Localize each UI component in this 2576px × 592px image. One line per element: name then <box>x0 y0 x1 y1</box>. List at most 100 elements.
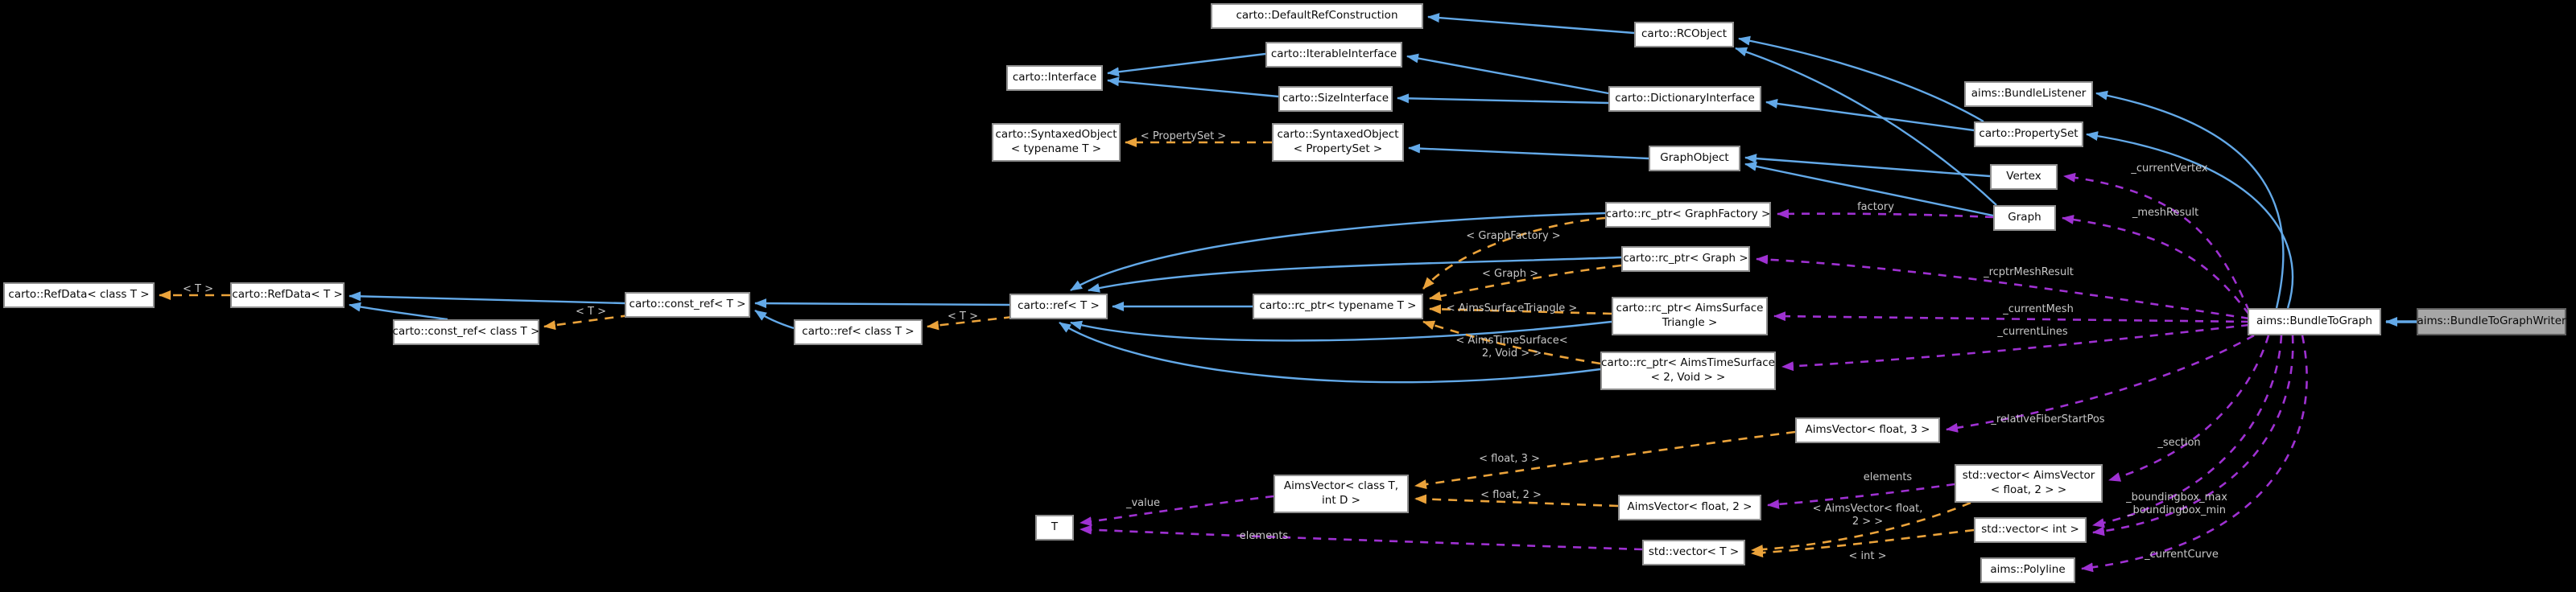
node-aims-bundletographwriter[interactable]: aims::BundleToGraphWriter <box>2417 308 2566 335</box>
edge-graphobject-syntaxedobject-propertyset <box>1408 143 1649 160</box>
node-line: < float, 2 > > <box>1990 483 2067 496</box>
edge-use-boundingboxmin <box>2092 335 2294 536</box>
node-carto-refdata-t[interactable]: carto::RefData< T > <box>230 282 345 308</box>
label-currentcurve: _currentCurve <box>2145 548 2219 561</box>
edge-rcobject-defaultrefconstruction <box>1427 13 1635 35</box>
node-carto-ref-classt[interactable]: carto::ref< class T > <box>794 319 923 345</box>
node-carto-rcptr-graph[interactable]: carto::rc_ptr< Graph > <box>1621 246 1750 272</box>
label-template-t-refdata: < T > <box>183 282 213 295</box>
node-carto-iterableinterface[interactable]: carto::IterableInterface <box>1265 42 1402 68</box>
node-stdvector-t[interactable]: std::vector< T > <box>1642 540 1745 565</box>
edge-tpl-vector-aimsvectorfloat2 <box>1751 501 1971 555</box>
label-section: _section <box>2157 436 2201 449</box>
node-aimsvector-template[interactable]: AimsVector< class T, int D > <box>1274 475 1409 513</box>
node-aims-bundlelistener[interactable]: aims::BundleListener <box>1964 81 2093 107</box>
node-graph[interactable]: Graph <box>1993 205 2056 231</box>
node-line: carto::rc_ptr< AimsSurface <box>1616 302 1764 315</box>
node-carto-rcptr-typenamet[interactable]: carto::rc_ptr< typename T > <box>1253 294 1423 319</box>
edge-use-elements-vector2d <box>1767 483 1955 509</box>
node-carto-syntaxedobject-template[interactable]: carto::SyntaxedObject < typename T > <box>992 123 1121 162</box>
node-aimsvector-float3[interactable]: AimsVector< float, 3 > <box>1795 417 1940 443</box>
node-line: int D > <box>1322 494 1360 507</box>
label-line: _boundingbox_min <box>2127 504 2227 516</box>
node-line: std::vector< AimsVector <box>1962 469 2095 483</box>
edge-ref-classt-constref-t <box>754 310 795 330</box>
label-line: 2 > > <box>1852 516 1884 528</box>
node-line: carto::SyntaxedObject <box>1277 128 1399 142</box>
node-carto-dictionaryinterface[interactable]: carto::DictionaryInterface <box>1608 86 1761 112</box>
edge-sizeinterface-interface <box>1107 76 1279 98</box>
label-template-propertyset: < PropertySet > <box>1140 130 1227 142</box>
node-carto-ref-t[interactable]: carto::ref< T > <box>1009 294 1108 319</box>
edge-bundletograph-propertyset <box>2086 131 2294 309</box>
edge-rcptr-graph-ref-t <box>1088 256 1622 293</box>
label-currentlines: _currentLines <box>1997 325 2068 338</box>
node-carto-rcobject[interactable]: carto::RCObject <box>1634 22 1734 47</box>
node-carto-syntaxedobject-propertyset[interactable]: carto::SyntaxedObject < PropertySet > <box>1272 123 1404 162</box>
edge-use-relativefiberstartpos <box>1946 334 2255 433</box>
label-value: _value <box>1125 496 1161 509</box>
edge-tpl-constref <box>543 314 630 331</box>
node-carto-rcptr-aimssurfacetriangle[interactable]: carto::rc_ptr< AimsSurface Triangle > <box>1612 297 1768 335</box>
node-carto-constref-t[interactable]: carto::const_ref< T > <box>625 292 750 318</box>
label-factory: factory <box>1857 200 1894 213</box>
node-aims-bundletograph[interactable]: aims::BundleToGraph <box>2248 308 2381 335</box>
label-currentvertex: _currentVertex <box>2131 162 2208 175</box>
label-rcptrmeshresult: _rcptrMeshResult <box>1984 265 2074 278</box>
node-carto-interface[interactable]: carto::Interface <box>1006 65 1103 91</box>
edge-graph-rcobject <box>1735 47 1997 206</box>
edge-tpl-rcptr-aimssurface <box>1429 304 1612 315</box>
label-currentmesh: _currentMesh <box>2003 302 2074 315</box>
node-line: AimsVector< class T, <box>1283 479 1399 493</box>
label-meshresult: _meshResult <box>2132 206 2199 219</box>
edge-rcptr-aimstimesurface-ref-t <box>1059 321 1601 384</box>
label-line: < AimsVector< float, <box>1812 502 1923 515</box>
label-elements-vectort: elements <box>1239 529 1289 542</box>
node-aimsvector-float2[interactable]: AimsVector< float, 2 > <box>1618 495 1761 520</box>
edge-use-boundingboxmax <box>2092 335 2283 528</box>
label-template-aimsvectorfloat2: < AimsVector< float, 2 > > <box>1813 503 1923 529</box>
node-carto-rcptr-aimstimesurface[interactable]: carto::rc_ptr< AimsTimeSurface < 2, Void… <box>1600 352 1776 390</box>
node-stdvector-int[interactable]: std::vector< int > <box>1974 517 2087 543</box>
edge-use-currentmesh <box>1773 311 2250 323</box>
label-template-float2: < float, 2 > <box>1480 488 1542 501</box>
node-carto-defaultrefconstruction[interactable]: carto::DefaultRefConstruction <box>1211 3 1423 29</box>
node-aims-polyline[interactable]: aims::Polyline <box>1980 557 2075 583</box>
label-template-aimstimesurface: < AimsTimeSurface< 2, Void > > <box>1455 335 1567 361</box>
edge-dictionaryinterface-iterableinterface <box>1406 53 1609 95</box>
edge-iterableinterface-interface <box>1107 52 1266 77</box>
node-vertex[interactable]: Vertex <box>1990 164 2058 190</box>
edge-rcptr-graphfactory-ref-t <box>1070 212 1606 292</box>
node-stdvector-aimsvectorfloat2[interactable]: std::vector< AimsVector < float, 2 > > <box>1955 464 2103 503</box>
label-line: < AimsTimeSurface< <box>1455 334 1568 347</box>
node-t[interactable]: T <box>1035 515 1074 541</box>
node-graphobject[interactable]: GraphObject <box>1649 146 1740 171</box>
label-relativefiberstartpos: _relativeFiberStartPos <box>1991 413 2105 426</box>
node-carto-constref-classt[interactable]: carto::const_ref< class T > <box>393 319 539 345</box>
label-line: _boundingbox_max <box>2126 491 2227 504</box>
edge-dictionaryinterface-sizeinterface <box>1397 93 1609 105</box>
edge-use-section <box>2108 335 2270 482</box>
node-line: Triangle > <box>1662 316 1718 329</box>
node-line: carto::SyntaxedObject <box>995 128 1117 142</box>
label-line: 2, Void > > <box>1481 347 1542 360</box>
edge-use-currentvertex <box>2063 172 2251 312</box>
node-carto-sizeinterface[interactable]: carto::SizeInterface <box>1278 86 1393 112</box>
node-carto-refdata-classt[interactable]: carto::RefData< class T > <box>3 282 155 308</box>
edge-tpl-rcptr-aimstimesurface <box>1422 320 1601 365</box>
label-template-graphfactory: < GraphFactory > <box>1466 229 1561 242</box>
edge-use-meshresult <box>2062 214 2251 315</box>
edge-bundletograph-bundlelistener <box>2095 90 2285 309</box>
edge-use-currentcurve <box>2081 335 2308 573</box>
edge-tpl-rcptr-graph <box>1429 264 1622 301</box>
node-carto-propertyset[interactable]: carto::PropertySet <box>1974 121 2083 147</box>
edge-tpl-aimsvector-float2 <box>1414 494 1619 508</box>
node-line: < 2, Void > > <box>1650 371 1726 384</box>
label-template-int: < int > <box>1848 549 1887 562</box>
edge-tpl-aimsvector-float3 <box>1414 430 1796 489</box>
label-template-float3: < float, 3 > <box>1479 452 1540 465</box>
edge-constref-classt-refdata-t <box>349 302 448 321</box>
edge-tpl-vector-int <box>1751 528 1975 558</box>
node-carto-rcptr-graphfactory[interactable]: carto::rc_ptr< GraphFactory > <box>1605 202 1771 228</box>
